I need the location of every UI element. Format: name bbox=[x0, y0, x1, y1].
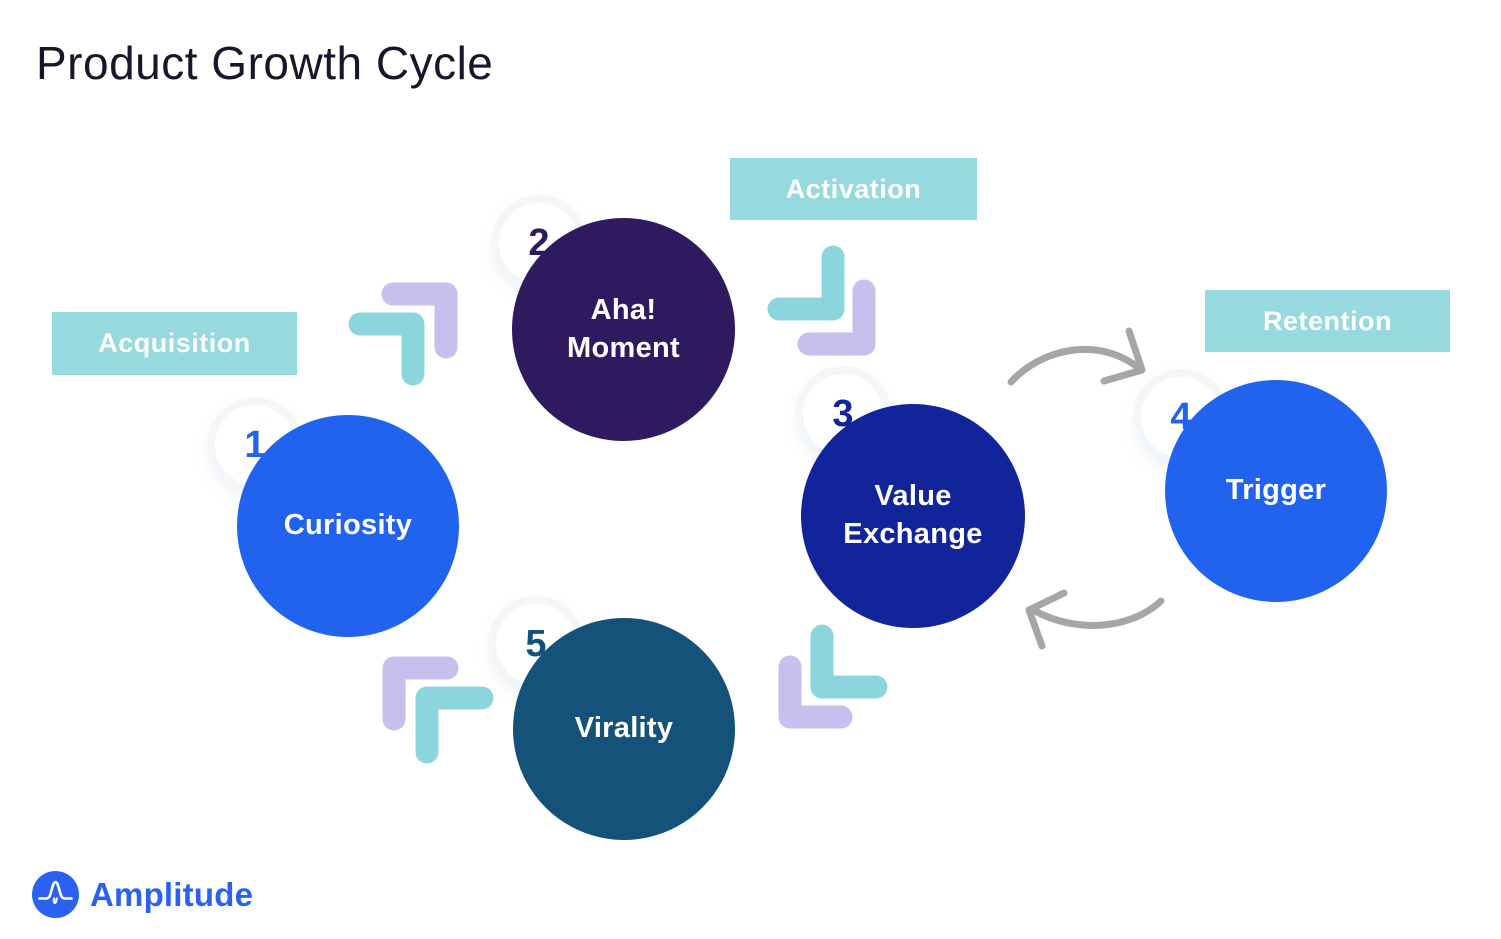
chevron-up-left-lavender-icon bbox=[382, 656, 459, 731]
stage-label: Value Exchange bbox=[843, 480, 983, 550]
stage-circle-trigger: Trigger bbox=[1165, 380, 1387, 602]
chevron-down-left-teal-icon bbox=[810, 624, 888, 699]
amplitude-logo-icon bbox=[32, 871, 79, 918]
page-title: Product Growth Cycle bbox=[36, 37, 494, 89]
chevron-down-right-lavender-icon bbox=[797, 279, 876, 356]
stage-label: Aha! Moment bbox=[567, 293, 680, 364]
phase-label-retention: Retention bbox=[1205, 290, 1450, 352]
stage-circle-virality: Virality bbox=[513, 618, 735, 840]
stage-circle-curiosity: Curiosity bbox=[237, 415, 459, 637]
amplitude-logo-text: Amplitude bbox=[90, 875, 254, 913]
flow-arrow-to-value-exchange-icon bbox=[1025, 589, 1165, 650]
chevron-up-right-teal-icon bbox=[348, 312, 425, 386]
chevron-down-left-lavender-icon bbox=[778, 655, 853, 729]
flow-arrow-to-trigger-icon bbox=[1007, 327, 1146, 386]
chevron-up-right-lavender-icon bbox=[381, 282, 458, 359]
phase-label-activation: Activation bbox=[730, 158, 977, 220]
stage-circle-aha-moment: Aha! Moment bbox=[512, 218, 735, 441]
phase-label-acquisition: Acquisition bbox=[52, 312, 297, 375]
stage-circle-value-exchange: Value Exchange bbox=[801, 404, 1025, 628]
chevron-down-right-teal-icon bbox=[767, 245, 845, 321]
chevron-up-left-teal-icon bbox=[415, 686, 494, 764]
amplitude-logo: Amplitude bbox=[32, 871, 253, 918]
stage-label: Curiosity bbox=[283, 509, 413, 542]
stage-label: Virality bbox=[574, 712, 674, 745]
stage-label: Trigger bbox=[1225, 474, 1327, 507]
